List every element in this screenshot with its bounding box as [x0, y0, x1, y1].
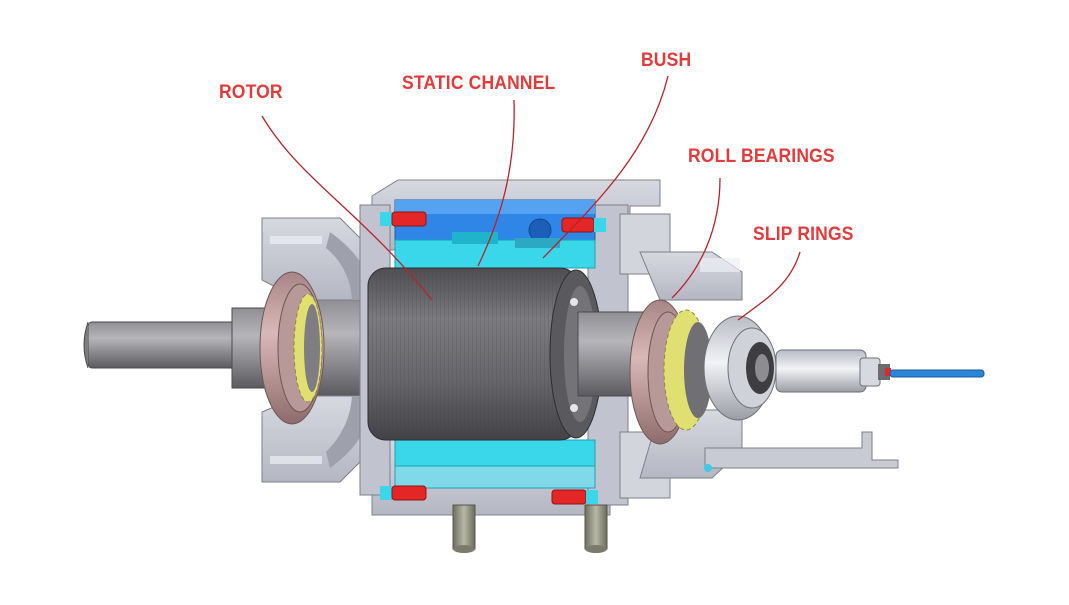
right-roll-bearing — [629, 299, 712, 445]
slip-rings-leader-line — [737, 251, 801, 321]
mounting-bracket — [704, 431, 899, 472]
roll-bearings-label: ROLL BEARINGS — [688, 146, 835, 167]
support-pins — [452, 504, 608, 553]
cable — [889, 369, 985, 378]
slip-rings — [703, 315, 777, 421]
bush-label: BUSH — [641, 50, 692, 71]
rotor-leader-line — [261, 115, 433, 301]
rotary-joint — [775, 349, 891, 393]
static-channel-top — [394, 199, 596, 269]
static-channel-bottom — [394, 439, 596, 489]
bush-leader-line — [542, 75, 669, 259]
rotor-body — [367, 267, 603, 441]
left-shaft — [83, 299, 371, 397]
left-roll-bearing — [259, 271, 325, 425]
seals — [380, 211, 606, 505]
roll-bearings-leader-line — [671, 177, 721, 299]
rotor-label: ROTOR — [219, 82, 283, 103]
static-channel-label: STATIC CHANNEL — [402, 73, 556, 94]
static-channel-leader-line — [477, 99, 515, 267]
slip-rings-label: SLIP RINGS — [753, 224, 854, 245]
